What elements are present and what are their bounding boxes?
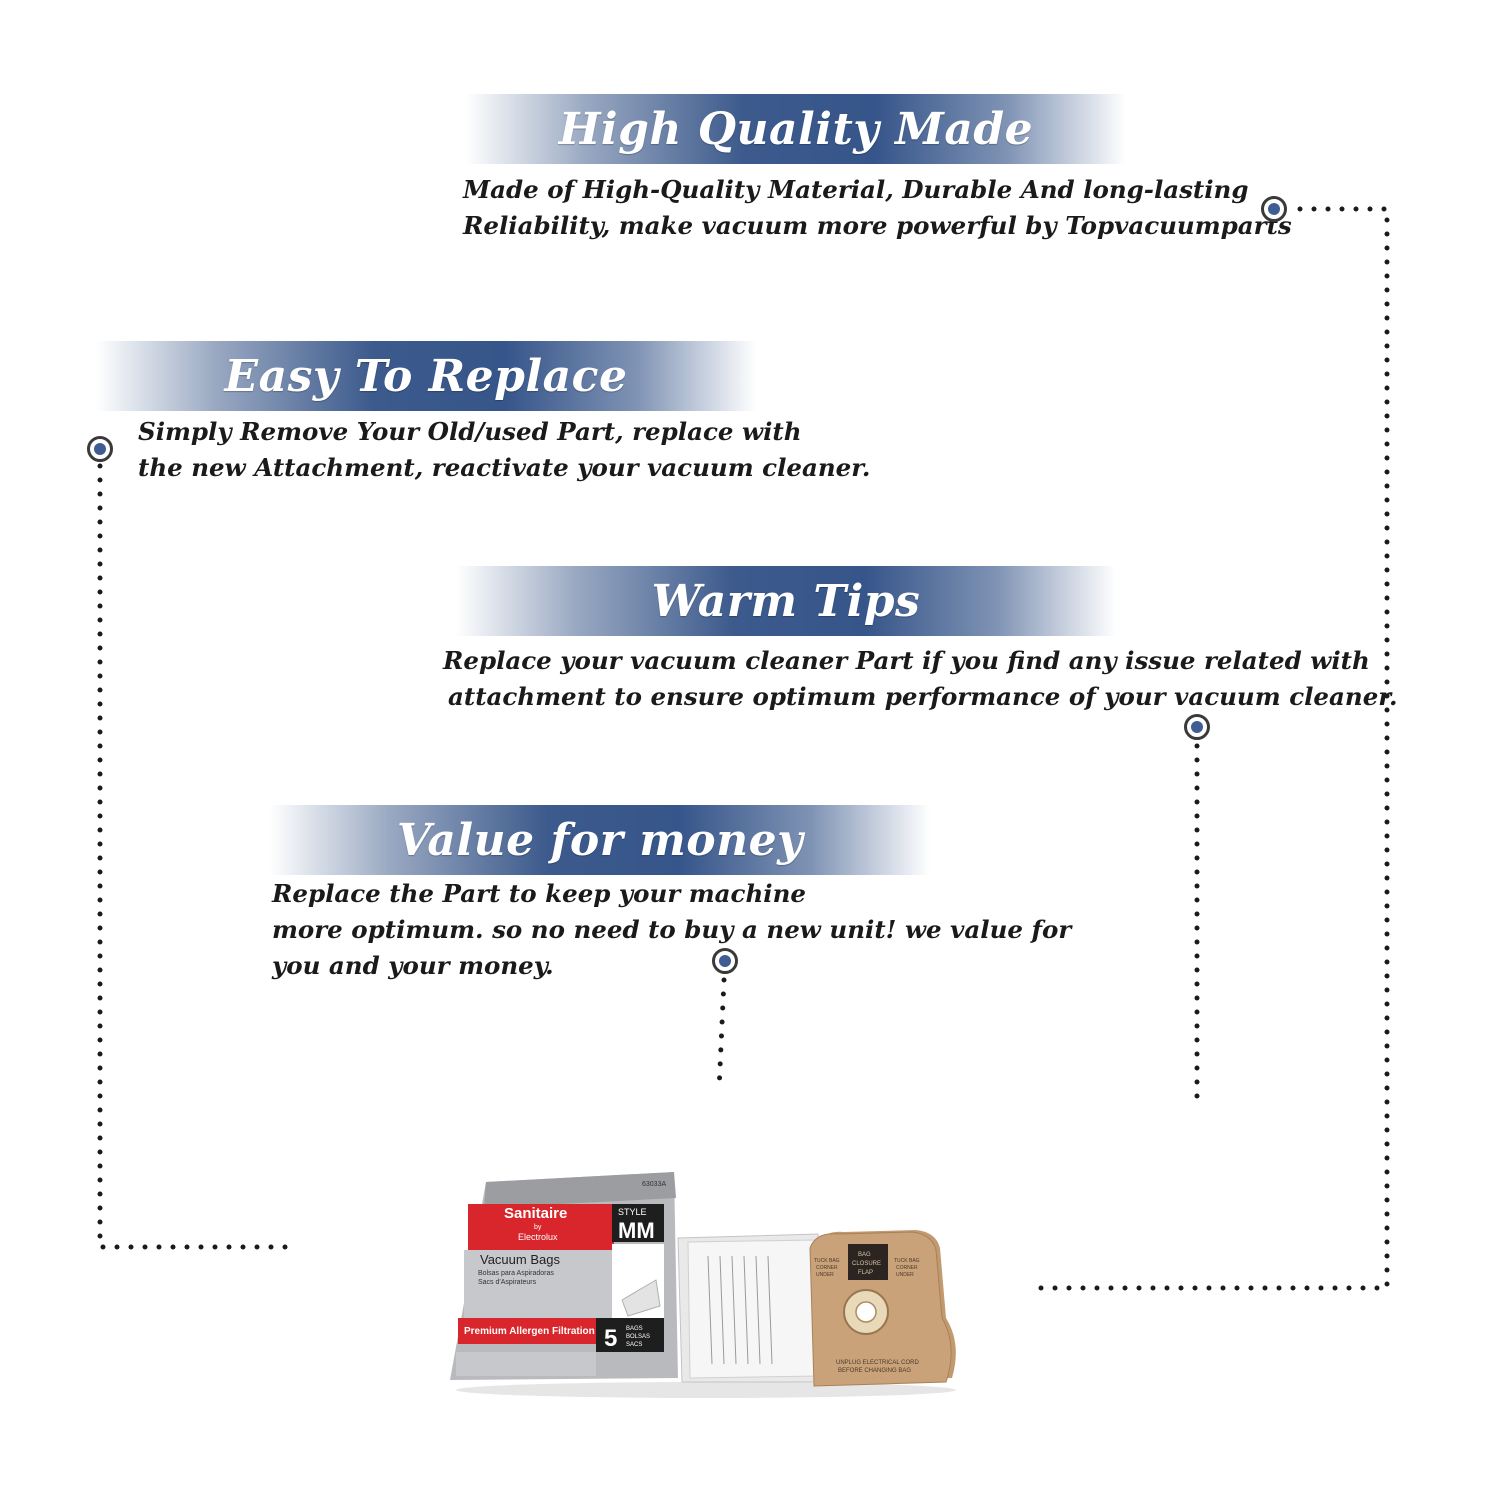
instruction-sheets: [677, 1233, 825, 1383]
heading-banner-value-money: Value for money: [270, 805, 930, 875]
package-count: 5: [604, 1325, 617, 1352]
package-product-name-fr: Sacs d'Aspirateurs: [478, 1279, 537, 1286]
vacuum-bag-package: Sanitaire by Electrolux 63033A STYLE MM …: [450, 1172, 678, 1380]
connector-value-money: [716, 977, 727, 1093]
package-style-label: STYLE: [618, 1207, 647, 1217]
description-high-quality: Made of High-Quality Material, Durable A…: [463, 172, 1292, 244]
package-brand: Sanitaire: [504, 1205, 567, 1222]
description-line: Reliability, make vacuum more powerful b…: [463, 211, 1292, 240]
description-line: you and your money.: [272, 951, 554, 980]
package-maker: Electrolux: [518, 1232, 558, 1242]
description-line: Replace the Part to keep your machine: [272, 879, 806, 908]
package-count-unit: BAGS: [626, 1326, 643, 1332]
connector-easy-replace: [97, 463, 299, 1250]
package-count-unit: SACS: [626, 1342, 642, 1348]
heading-high-quality: High Quality Made: [558, 103, 1034, 155]
product-image: Sanitaire by Electrolux 63033A STYLE MM …: [450, 1172, 956, 1398]
package-product-name: Vacuum Bags: [480, 1252, 560, 1267]
description-line: Made of High-Quality Material, Durable A…: [463, 175, 1249, 204]
collar-tuck-right: CORNER: [896, 1265, 918, 1271]
heading-banner-easy-replace: Easy To Replace: [96, 341, 756, 411]
collar-tuck-right: UNDER: [896, 1272, 914, 1278]
description-line: the new Attachment, reactivate your vacu…: [138, 453, 871, 482]
collar-tuck-left: CORNER: [816, 1265, 838, 1271]
description-line: more optimum. so no need to buy a new un…: [272, 915, 1072, 944]
collar-tuck-right: TUCK BAG: [894, 1258, 920, 1264]
collar-flap-label: BAG: [858, 1252, 871, 1258]
package-filtration: Premium Allergen Filtration: [464, 1326, 595, 1337]
description-line: attachment to ensure optimum performance…: [448, 682, 1398, 711]
marker-dot-value-money: [712, 948, 738, 974]
connector-high-quality: [1033, 206, 1390, 1291]
description-warm-tips: Replace your vacuum cleaner Part if you …: [443, 643, 1397, 715]
package-product-name-es: Bolsas para Aspiradoras: [478, 1270, 554, 1277]
description-value-money: Replace the Part to keep your machine mo…: [272, 876, 1071, 984]
heading-warm-tips: Warm Tips: [651, 575, 921, 627]
collar-flap-label: FLAP: [858, 1270, 873, 1276]
marker-dot-high-quality: [1261, 196, 1287, 222]
description-line: Simply Remove Your Old/used Part, replac…: [138, 417, 802, 446]
collar-tuck-left: UNDER: [816, 1272, 834, 1278]
collar-warning: UNPLUG ELECTRICAL CORD: [836, 1360, 919, 1366]
collar-warning: BEFORE CHANGING BAG: [838, 1368, 911, 1374]
heading-banner-warm-tips: Warm Tips: [456, 566, 1116, 636]
description-line: Replace your vacuum cleaner Part if you …: [443, 646, 1370, 675]
marker-dot-easy-replace: [87, 436, 113, 462]
collar-tuck-left: TUCK BAG: [814, 1258, 840, 1264]
package-code: 63033A: [642, 1181, 666, 1188]
heading-banner-high-quality: High Quality Made: [466, 94, 1126, 164]
heading-easy-replace: Easy To Replace: [224, 350, 628, 402]
package-by: by: [534, 1224, 542, 1231]
heading-value-money: Value for money: [396, 814, 804, 866]
description-easy-replace: Simply Remove Your Old/used Part, replac…: [138, 414, 870, 486]
package-count-unit: BOLSAS: [626, 1334, 650, 1340]
collar-flap-label: CLOSURE: [852, 1261, 881, 1267]
bag-collar-cards: BAG CLOSURE FLAP TUCK BAG CORNER UNDER T…: [809, 1230, 956, 1387]
package-style: MM: [618, 1218, 655, 1243]
marker-dot-warm-tips: [1184, 714, 1210, 740]
